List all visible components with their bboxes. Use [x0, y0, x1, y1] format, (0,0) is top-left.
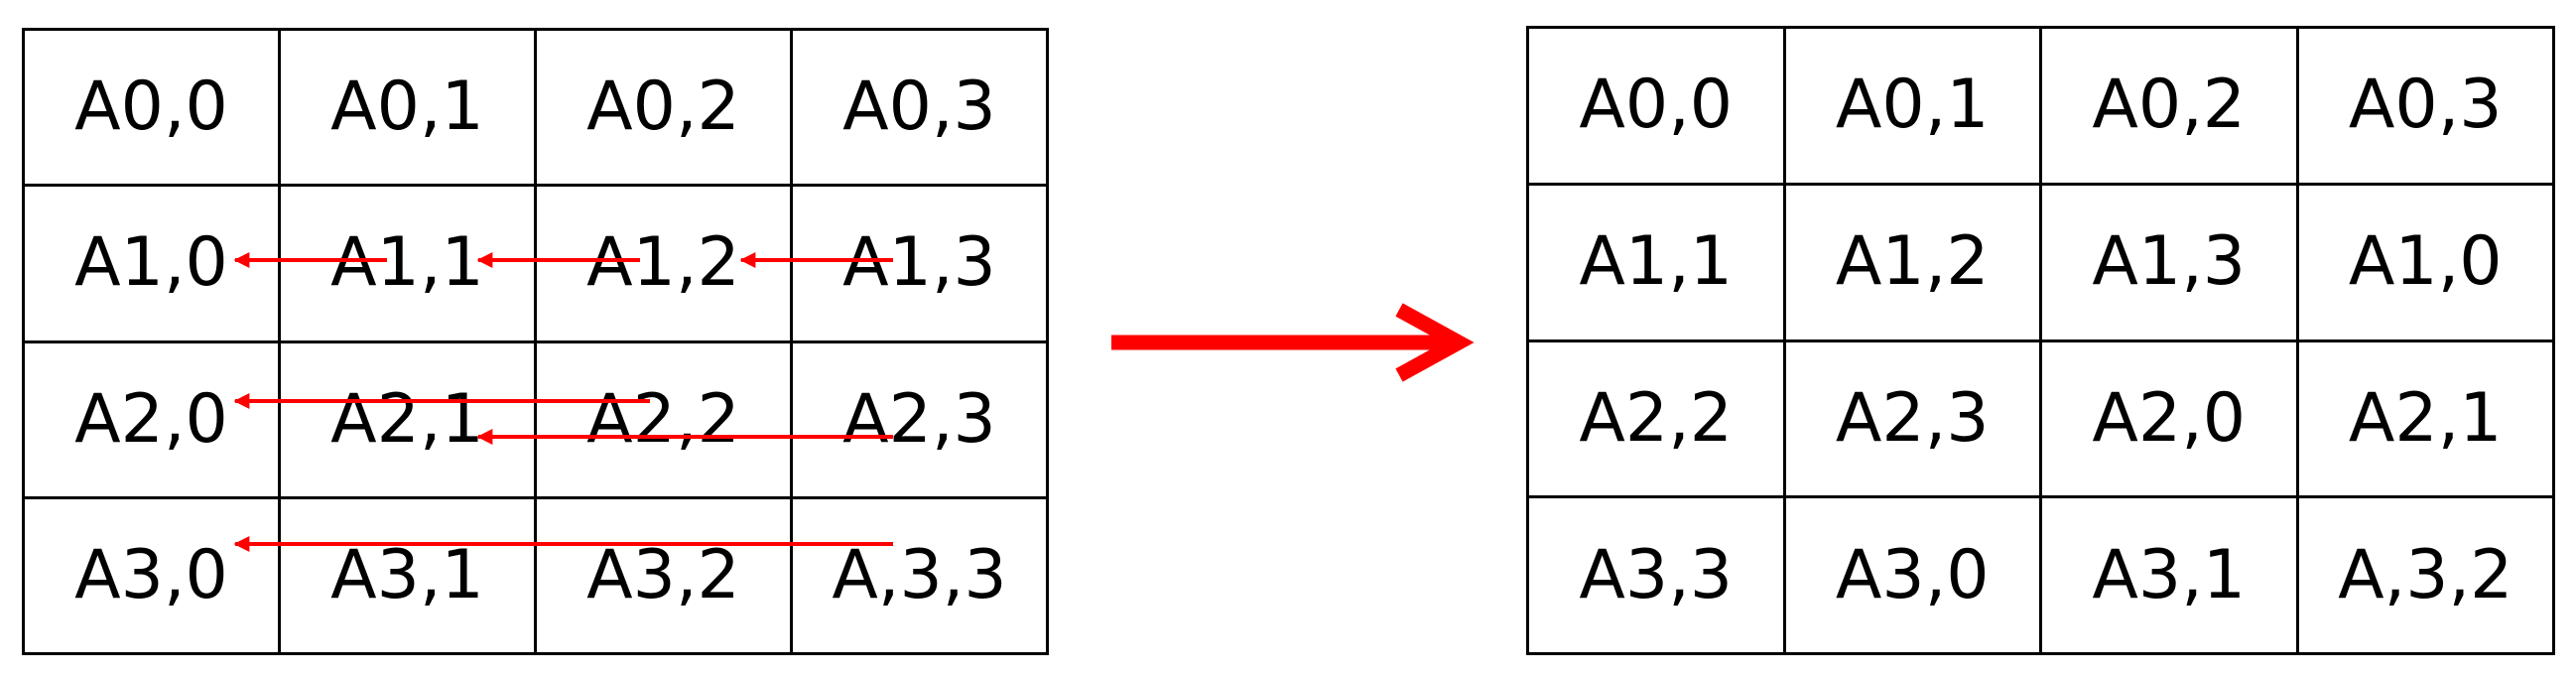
source-matrix-cell: A1,1 — [278, 184, 537, 343]
shifted-matrix-cell: A0,2 — [2039, 26, 2299, 186]
source-matrix-cell: A2,1 — [278, 340, 537, 499]
shifted-matrix-cell: A1,2 — [1782, 182, 2042, 342]
shifted-matrix-cell: A,3,2 — [2295, 495, 2555, 655]
shifted-matrix-cell: A1,1 — [1526, 182, 1786, 342]
source-matrix-cell: A2,3 — [790, 340, 1049, 499]
source-matrix-cell: A0,1 — [278, 27, 537, 188]
transform-arrow — [1111, 303, 1475, 382]
shifted-matrix-cell: A0,0 — [1526, 26, 1786, 186]
shifted-matrix-cell: A3,0 — [1782, 495, 2042, 655]
source-matrix-cell: A0,0 — [22, 27, 281, 188]
source-matrix-cell: A1,2 — [534, 184, 793, 343]
shifted-matrix-cell: A0,1 — [1782, 26, 2042, 186]
shifted-matrix-cell: A0,3 — [2295, 26, 2555, 186]
shifted-matrix-cell: A2,2 — [1526, 339, 1786, 499]
shifted-matrix-cell: A1,3 — [2039, 182, 2299, 342]
source-matrix-cell: A,3,3 — [790, 495, 1049, 656]
source-matrix-cell: A3,2 — [534, 495, 793, 656]
source-matrix-cell: A2,2 — [534, 340, 793, 499]
shifted-matrix-cell: A2,0 — [2039, 339, 2299, 499]
source-matrix-cell: A0,2 — [534, 27, 793, 188]
source-matrix-cell: A2,0 — [22, 340, 281, 499]
source-matrix-cell: A1,0 — [22, 184, 281, 343]
shifted-matrix-cell: A3,3 — [1526, 495, 1786, 655]
shifted-matrix-cell: A3,1 — [2039, 495, 2299, 655]
shifted-matrix-cell: A1,0 — [2295, 182, 2555, 342]
source-matrix-cell: A1,3 — [790, 184, 1049, 343]
source-matrix-cell: A3,0 — [22, 495, 281, 656]
source-matrix-cell: A0,3 — [790, 27, 1049, 188]
shifted-matrix-cell: A2,1 — [2295, 339, 2555, 499]
source-matrix-cell: A3,1 — [278, 495, 537, 656]
shifted-matrix-cell: A2,3 — [1782, 339, 2042, 499]
